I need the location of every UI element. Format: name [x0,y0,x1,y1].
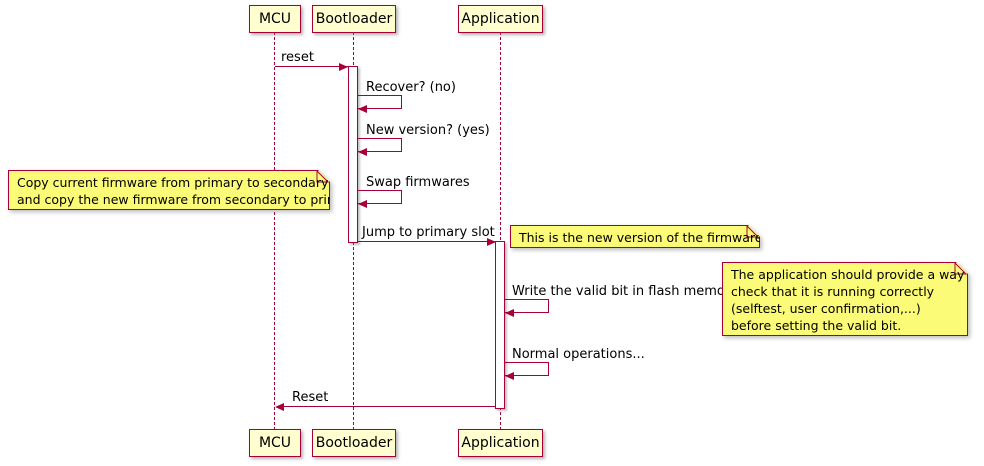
message-reset-return-label: Reset [292,390,329,405]
self-message-swap-loop [358,190,402,204]
note-box: This is the new version of the firmware [510,225,760,248]
lifeline-mcu [274,32,275,430]
participant-mcu-bottom: MCU [249,429,301,457]
self-message-new-version-label: New version? (yes) [366,123,490,138]
note-text: Copy current firmware from primary to se… [17,175,360,207]
note-selftest: The application should provide a way to … [722,262,968,336]
note-fold-icon [954,263,967,276]
self-message-new-version-loop [358,138,402,152]
self-message-normal-operations-label: Normal operations... [512,347,645,362]
arrowhead-icon [275,403,284,411]
self-message-recover-label: Recover? (no) [366,80,456,95]
activation-bootloader [348,66,358,243]
arrowhead-icon [339,63,348,71]
self-message-recover-loop [358,95,402,109]
arrowhead-icon [505,372,514,380]
participant-application-bottom: Application [458,429,543,457]
message-jump-line [358,241,496,242]
message-reset-label: reset [281,50,314,65]
note-box: The application should provide a way to … [722,262,968,336]
self-message-write-valid-bit-label: Write the valid bit in flash memory [512,284,738,299]
note-copy-firmware: Copy current firmware from primary to se… [8,170,330,210]
self-message-normal-operations-loop [505,362,549,376]
note-fold-icon [316,171,329,184]
participant-bootloader-top: Bootloader [312,5,396,33]
message-jump-label: Jump to primary slot [362,225,495,240]
note-text: This is the new version of the firmware [519,230,763,245]
self-message-write-valid-bit-loop [505,299,549,313]
message-reset-return-line [277,406,496,407]
lifeline-application [500,32,501,430]
arrowhead-icon [487,238,496,246]
note-fold-icon [746,226,759,239]
message-reset-line [275,66,348,67]
activation-application [495,241,505,409]
participant-application-top: Application [458,5,543,33]
arrowhead-icon [358,148,367,156]
self-message-swap-label: Swap firmwares [366,175,470,190]
participant-bootloader-bottom: Bootloader [312,429,396,457]
note-new-version: This is the new version of the firmware [510,225,760,248]
arrowhead-icon [505,309,514,317]
participant-mcu-top: MCU [249,5,301,33]
arrowhead-icon [358,105,367,113]
note-text: The application should provide a way to … [731,267,981,333]
note-box: Copy current firmware from primary to se… [8,170,330,210]
arrowhead-icon [358,200,367,208]
